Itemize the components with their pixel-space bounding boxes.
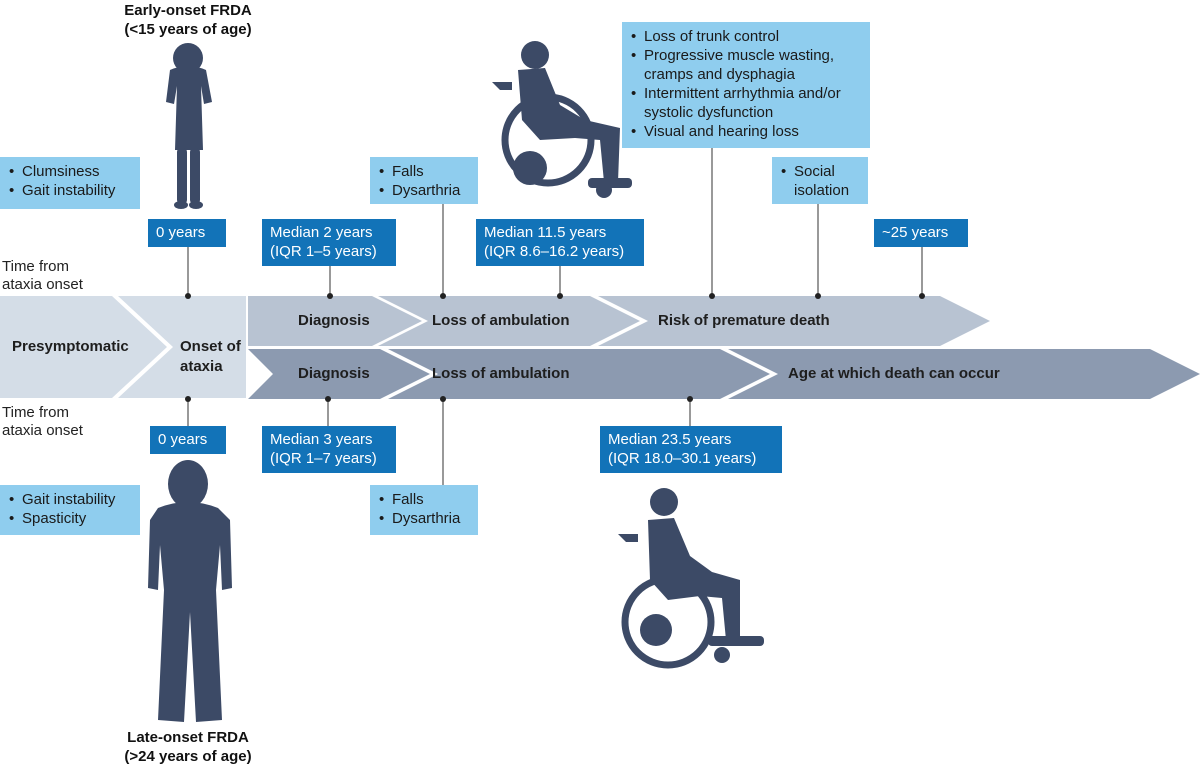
child-figure-icon (166, 43, 212, 209)
early-connectors (187, 147, 923, 296)
ambulation-time-line1: Median 11.5 years (484, 224, 607, 241)
early-onset-title: Early-onset FRDA (<15 years of age) (88, 1, 288, 39)
onset-of-ataxia-label: Onset of ataxia (180, 337, 241, 377)
early-connector-dots (185, 293, 925, 299)
early-death-chevron (598, 296, 990, 346)
death-time-box: ~25 years (874, 219, 968, 247)
ambulation-time-line1: Median 23.5 years (608, 431, 732, 448)
onset-time-value: 0 years (158, 431, 208, 448)
late-ambulation-symptoms-box: Falls Dysarthria (370, 485, 478, 535)
late-connectors (187, 399, 691, 485)
symptom-item: Falls (378, 162, 470, 181)
diagnosis-time-line2: (IQR 1–5 years) (270, 243, 377, 260)
late-ambulation-chevron (388, 349, 770, 399)
late-connector-dots (185, 396, 693, 402)
symptom-item: Falls (378, 490, 470, 509)
symptom-item: Gait instability (8, 490, 132, 509)
adult-figure-icon (148, 460, 232, 722)
late-onset-title: Late-onset FRDA (>24 years of age) (88, 728, 288, 766)
time-from-line1: Time from (2, 404, 69, 421)
early-ambulation-label: Loss of ambulation (432, 312, 570, 329)
wheelchair-user-icon (492, 41, 632, 198)
symptom-item: Loss of trunk control (630, 27, 862, 46)
symptom-item: Gait instability (8, 181, 132, 200)
symptom-item: Spasticity (8, 509, 132, 528)
early-onset-symptoms-box: Clumsiness Gait instability (0, 157, 140, 209)
early-advanced-symptoms-box: Loss of trunk control Progressive muscle… (622, 22, 870, 148)
early-onset-time-box: 0 years (148, 219, 226, 247)
onset-line1: Onset of (180, 338, 241, 355)
diagnosis-time-line2: (IQR 1–7 years) (270, 450, 377, 467)
late-onset-title-line1: Late-onset FRDA (127, 729, 249, 746)
death-time-value: ~25 years (882, 224, 949, 241)
early-ambulation-chevron (378, 296, 640, 346)
time-from-line1: Time from (2, 258, 69, 275)
diagnosis-time-line1: Median 2 years (270, 224, 373, 241)
symptom-item: Progressive muscle wasting, cramps and d… (630, 46, 862, 84)
diagnosis-time-line1: Median 3 years (270, 431, 373, 448)
symptom-item: Clumsiness (8, 162, 132, 181)
late-time-from-label: Time from ataxia onset (2, 404, 83, 440)
late-death-label: Age at which death can occur (788, 365, 1000, 382)
presymptomatic-chevron (0, 296, 167, 398)
onset-time-value: 0 years (156, 224, 206, 241)
late-diagnosis-chevron (248, 349, 430, 399)
time-from-line2: ataxia onset (2, 422, 83, 439)
early-diagnosis-time-box: Median 2 years (IQR 1–5 years) (262, 219, 396, 266)
early-diagnosis-label: Diagnosis (298, 312, 370, 329)
early-onset-title-line1: Early-onset FRDA (124, 2, 252, 19)
symptom-item: Social isolation (780, 162, 860, 200)
symptom-item: Dysarthria (378, 181, 470, 200)
early-diagnosis-chevron (248, 296, 422, 346)
late-diagnosis-label: Diagnosis (298, 365, 370, 382)
symptom-item: Intermittent arrhythmia and/or systolic … (630, 84, 862, 122)
early-ambulation-symptoms-box: Falls Dysarthria (370, 157, 478, 204)
early-time-from-label: Time from ataxia onset (2, 258, 83, 294)
late-onset-title-line2: (>24 years of age) (124, 748, 252, 765)
early-death-label: Risk of premature death (658, 312, 830, 329)
late-onset-symptoms-box: Gait instability Spasticity (0, 485, 140, 535)
late-ambulation-label: Loss of ambulation (432, 365, 570, 382)
social-isolation-box: Social isolation (772, 157, 868, 204)
onset-chevron (118, 296, 246, 398)
late-onset-time-box: 0 years (150, 426, 226, 454)
late-diagnosis-time-box: Median 3 years (IQR 1–7 years) (262, 426, 396, 473)
late-ambulation-time-box: Median 23.5 years (IQR 18.0–30.1 years) (600, 426, 782, 473)
ambulation-time-line2: (IQR 8.6–16.2 years) (484, 243, 625, 260)
wheelchair-user-icon (618, 488, 764, 669)
early-onset-title-line2: (<15 years of age) (124, 21, 252, 38)
early-ambulation-time-box: Median 11.5 years (IQR 8.6–16.2 years) (476, 219, 644, 266)
symptom-item: Dysarthria (378, 509, 470, 528)
onset-line2: ataxia (180, 358, 223, 375)
symptom-item: Visual and hearing loss (630, 122, 862, 141)
ambulation-time-line2: (IQR 18.0–30.1 years) (608, 450, 757, 467)
time-from-line2: ataxia onset (2, 276, 83, 293)
presymptomatic-label: Presymptomatic (12, 338, 129, 355)
late-death-chevron (728, 349, 1200, 399)
